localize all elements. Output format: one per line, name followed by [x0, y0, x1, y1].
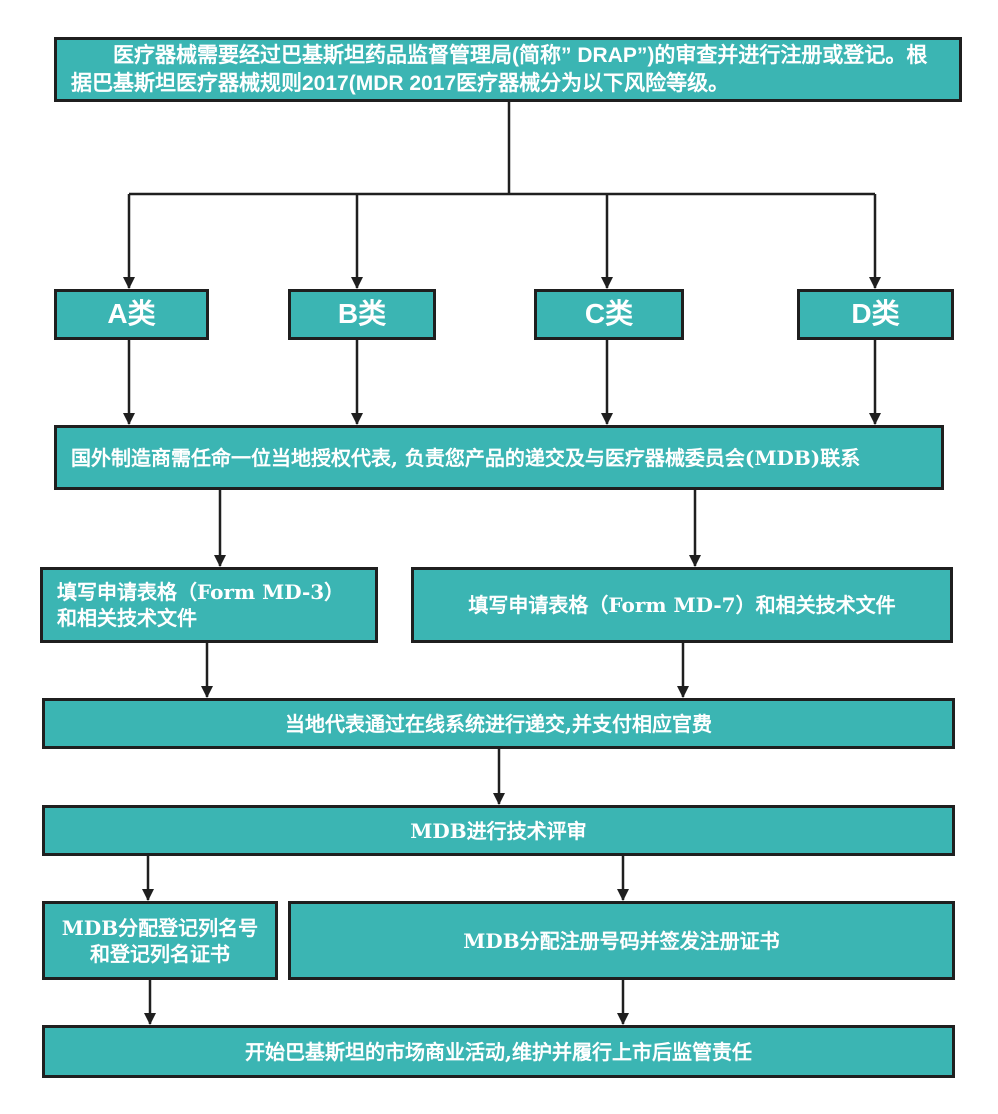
class-a-box: A类	[54, 289, 209, 340]
tech-review-text: MDB进行技术评审	[410, 818, 587, 843]
tech-review-box: MDB进行技术评审	[42, 805, 955, 856]
intro-text: 医疗器械需要经过巴基斯坦药品监督管理局(简称” DRAP”)的审查并进行注册或登…	[71, 44, 928, 95]
class-a-label: A类	[107, 298, 156, 330]
local-rep-box: 国外制造商需任命一位当地授权代表, 负责您产品的递交及与医疗器械委员会(MDB)…	[54, 425, 944, 490]
market-activity-box: 开始巴基斯坦的市场商业活动,维护并履行上市后监管责任	[42, 1025, 955, 1078]
intro-box: 医疗器械需要经过巴基斯坦药品监督管理局(简称” DRAP”)的审查并进行注册或登…	[54, 37, 962, 102]
listing-cert-text: MDB分配登记列名号和登记列名证书	[61, 915, 259, 966]
registration-cert-box: MDB分配注册号码并签发注册证书	[288, 901, 955, 980]
form-md7-text: 填写申请表格（Form MD-7）和相关技术文件	[468, 593, 896, 617]
class-c-box: C类	[534, 289, 684, 340]
registration-cert-text: MDB分配注册号码并签发注册证书	[463, 928, 780, 953]
listing-cert-box: MDB分配登记列名号和登记列名证书	[42, 901, 278, 980]
class-c-label: C类	[584, 298, 634, 330]
class-b-label: B类	[337, 298, 387, 330]
local-rep-text: 国外制造商需任命一位当地授权代表, 负责您产品的递交及与医疗器械委员会(MDB)…	[71, 445, 861, 470]
form-md3-box: 填写申请表格（Form MD-3）和相关技术文件	[40, 567, 378, 643]
market-activity-text: 开始巴基斯坦的市场商业活动,维护并履行上市后监管责任	[245, 1039, 752, 1064]
class-b-box: B类	[288, 289, 436, 340]
submit-pay-text: 当地代表通过在线系统进行递交,并支付相应官费	[285, 711, 712, 736]
class-d-box: D类	[797, 289, 954, 340]
form-md3-text: 填写申请表格（Form MD-3）和相关技术文件	[57, 580, 345, 630]
form-md7-box: 填写申请表格（Form MD-7）和相关技术文件	[411, 567, 953, 643]
class-d-label: D类	[851, 298, 900, 330]
submit-pay-box: 当地代表通过在线系统进行递交,并支付相应官费	[42, 698, 955, 749]
